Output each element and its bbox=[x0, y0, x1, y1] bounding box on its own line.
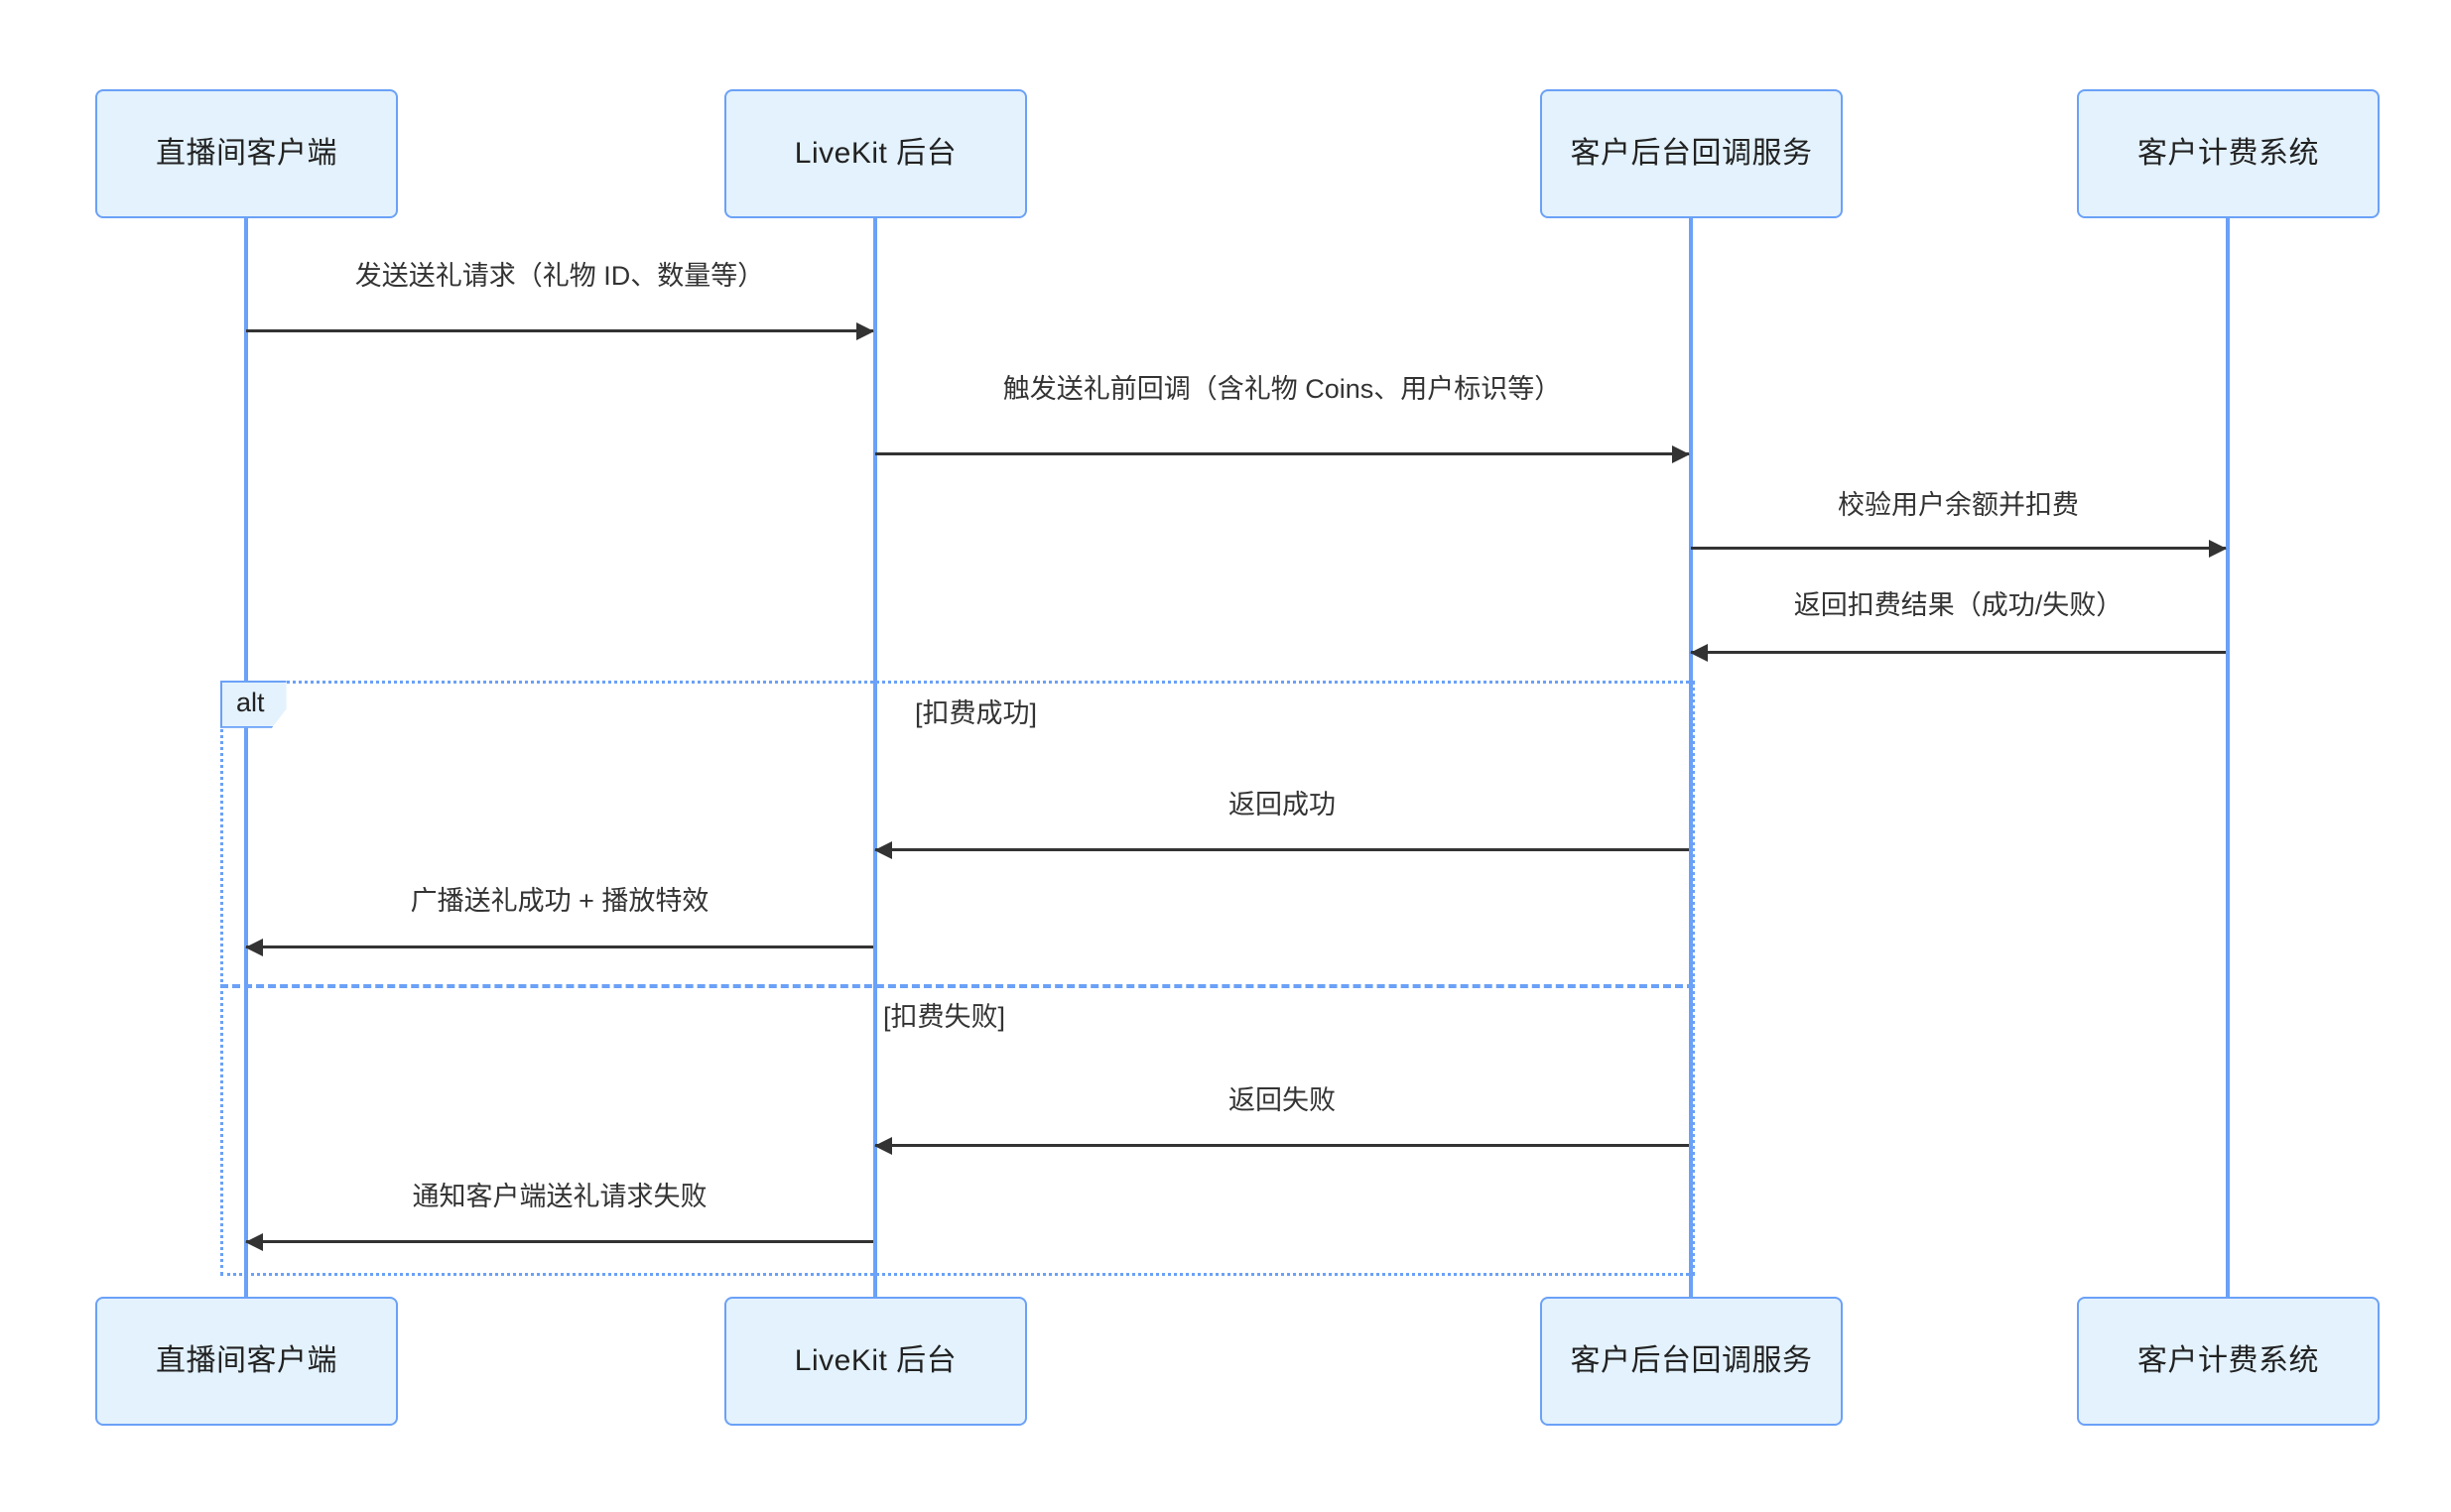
participant-label: LiveKit 后台 bbox=[794, 137, 958, 170]
participant-label: 直播间客户端 bbox=[156, 137, 337, 170]
message-label-6: 广播送礼成功 + 播放特效 bbox=[410, 886, 710, 916]
lifeline-callback bbox=[1689, 218, 1693, 1297]
participant-box-top-livekit[interactable]: LiveKit 后台 bbox=[724, 89, 1027, 218]
participant-box-top-billing[interactable]: 客户计费系统 bbox=[2077, 89, 2380, 218]
message-label-2: 触发送礼前回调（含礼物 Coins、用户标识等） bbox=[1002, 374, 1562, 404]
message-label-8: 通知客户端送礼请求失败 bbox=[412, 1182, 708, 1211]
message-label-1: 发送送礼请求（礼物 ID、数量等） bbox=[354, 261, 765, 291]
lifeline-billing bbox=[2226, 218, 2230, 1297]
arrowhead-icon bbox=[1672, 445, 1690, 463]
participant-label: 客户计费系统 bbox=[2137, 137, 2319, 170]
arrowhead-icon bbox=[245, 939, 263, 956]
participant-label: 直播间客户端 bbox=[156, 1344, 337, 1377]
participant-box-bottom-client[interactable]: 直播间客户端 bbox=[95, 1297, 398, 1426]
alt-fragment-tag: alt bbox=[220, 681, 287, 728]
participant-box-top-client[interactable]: 直播间客户端 bbox=[95, 89, 398, 218]
alt-branch-condition-2: [扣费失败] bbox=[883, 1002, 1006, 1032]
participant-box-top-callback[interactable]: 客户后台回调服务 bbox=[1540, 89, 1843, 218]
message-label-4: 返回扣费结果（成功/失败） bbox=[1793, 590, 2124, 620]
participant-box-bottom-billing[interactable]: 客户计费系统 bbox=[2077, 1297, 2380, 1426]
arrowhead-icon bbox=[245, 1233, 263, 1251]
arrowhead-icon bbox=[1690, 644, 1708, 662]
arrowhead-icon bbox=[874, 841, 892, 859]
arrowhead-icon bbox=[856, 322, 874, 340]
arrowhead-icon bbox=[874, 1137, 892, 1155]
lifeline-livekit bbox=[873, 218, 877, 1297]
alt-branch-condition-1: [扣费成功] bbox=[915, 698, 1038, 728]
participant-box-bottom-livekit[interactable]: LiveKit 后台 bbox=[724, 1297, 1027, 1426]
participant-box-bottom-callback[interactable]: 客户后台回调服务 bbox=[1540, 1297, 1843, 1426]
message-label-3: 校验用户余额并扣费 bbox=[1838, 490, 2079, 520]
message-label-5: 返回成功 bbox=[1228, 790, 1336, 819]
lifeline-client bbox=[244, 218, 248, 1297]
alt-else-divider bbox=[220, 984, 1695, 988]
participant-label: 客户后台回调服务 bbox=[1570, 1344, 1813, 1377]
participant-label: 客户计费系统 bbox=[2137, 1344, 2319, 1377]
arrowhead-icon bbox=[2209, 540, 2227, 558]
message-label-7: 返回失败 bbox=[1228, 1085, 1336, 1115]
participant-label: LiveKit 后台 bbox=[794, 1344, 958, 1377]
participant-label: 客户后台回调服务 bbox=[1570, 137, 1813, 170]
